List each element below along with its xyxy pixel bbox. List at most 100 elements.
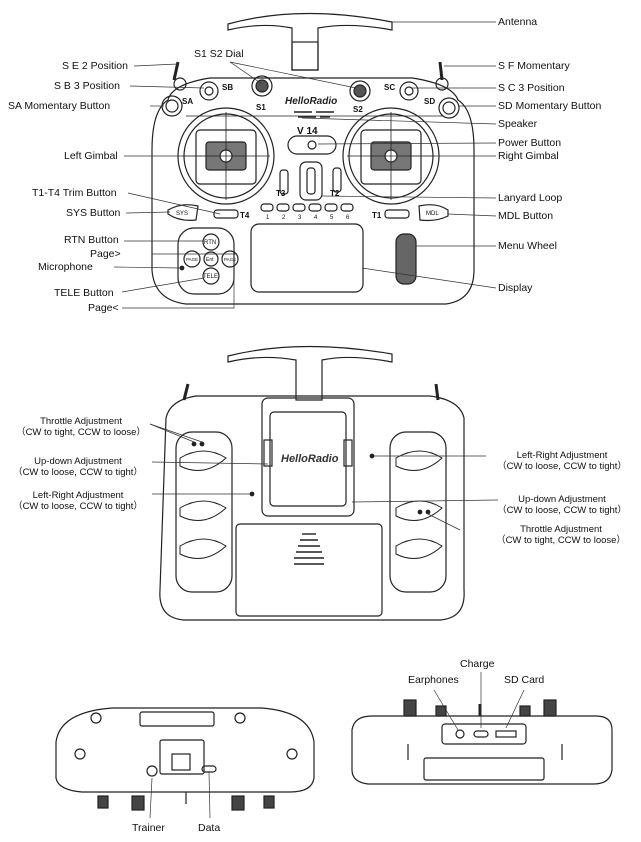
- earphone-jack: [455, 729, 465, 739]
- label-sd-card: SD Card: [504, 674, 545, 686]
- device-key-page-right: PAGE: [224, 257, 236, 262]
- label-power: Power Button: [498, 137, 562, 149]
- label-sc3: S C 3 Position: [498, 82, 565, 94]
- right-grip: [389, 431, 447, 593]
- label-lanyard: Lanyard Loop: [498, 192, 563, 204]
- display-shape: [250, 223, 364, 293]
- label-lr-left-title: Left-Right Adjustment: [32, 490, 124, 501]
- label-updown-right-note: （CW to loose, CCW to tight）: [497, 505, 627, 516]
- mdl-button-shape: [418, 204, 449, 222]
- label-updown-right: Up-down Adjustment （CW to loose, CCW to …: [486, 494, 638, 516]
- label-speaker: Speaker: [498, 118, 538, 130]
- device-label-sc: SC: [384, 83, 395, 92]
- label-throttle-left-note: （CW to tight, CCW to loose）: [16, 427, 146, 438]
- func-number: 2: [282, 215, 286, 221]
- page-left-button-shape: [183, 250, 201, 268]
- device-label-sa: SA: [182, 97, 193, 106]
- label-sf: S F Momentary: [498, 60, 570, 72]
- label-antenna: Antenna: [498, 16, 538, 28]
- front-leaders: [113, 21, 497, 309]
- label-display: Display: [498, 282, 533, 294]
- s1-dial-shape: [251, 75, 273, 97]
- front-body: [151, 77, 475, 305]
- device-key-sys: SYS: [176, 211, 188, 217]
- label-right-gimbal: Right Gimbal: [498, 150, 559, 162]
- label-page-down: Page<: [88, 302, 119, 314]
- label-updown-left-note: （CW to loose, CCW to tight）: [13, 467, 143, 478]
- label-se2: S E 2 Position: [62, 60, 128, 72]
- label-throttle-right-note: （CW to tight, CCW to loose）: [496, 535, 626, 546]
- device-key-center: Ent: [206, 257, 214, 263]
- func-number: 1: [266, 215, 270, 221]
- back-view: [159, 345, 465, 621]
- func-number: 5: [330, 215, 334, 221]
- bottom-view: [55, 707, 315, 811]
- label-throttle-right: Throttle Adjustment （CW to tight, CCW to…: [482, 524, 640, 546]
- tele-button-shape: [202, 267, 220, 285]
- label-left-gimbal: Left Gimbal: [64, 150, 118, 162]
- label-sd-button: SD Momentary Button: [498, 100, 602, 112]
- label-charge: Charge: [460, 658, 495, 670]
- front-device-text: SA SB S1 S2 SC SD T3 T2 T4 T1: [182, 83, 435, 220]
- label-sys: SYS Button: [66, 207, 121, 219]
- top-body: [351, 715, 613, 785]
- label-earphones: Earphones: [408, 674, 459, 686]
- label-trainer: Trainer: [132, 822, 165, 834]
- device-label-sd: SD: [424, 97, 435, 106]
- label-lr-left-note: （CW to loose, CCW to tight）: [13, 501, 143, 512]
- device-label-t3: T3: [276, 189, 286, 198]
- label-s1s2-dial: S1 S2 Dial: [194, 48, 244, 60]
- label-throttle-left-title: Throttle Adjustment: [40, 416, 122, 427]
- bottom-body: [55, 707, 315, 793]
- label-trim: T1-T4 Trim Button: [32, 187, 117, 199]
- lanyard-loop-shape: [299, 161, 323, 201]
- label-throttle-right-title: Throttle Adjustment: [520, 524, 602, 535]
- page-right-button-shape: [221, 250, 239, 268]
- rtn-button-shape: [202, 233, 220, 251]
- front-view: [151, 12, 475, 305]
- label-updown-left-title: Up-down Adjustment: [34, 456, 122, 467]
- device-label-s2: S2: [353, 105, 363, 114]
- trainer-port: [146, 765, 158, 777]
- power-button-shape: [287, 135, 337, 155]
- label-mdl: MDL Button: [498, 210, 554, 222]
- top-view: [351, 699, 613, 785]
- label-lr-left: Left-Right Adjustment （CW to loose, CCW …: [0, 490, 156, 512]
- func-number: 3: [298, 215, 302, 221]
- device-brand-back: HelloRadio: [281, 453, 339, 465]
- left-grip: [175, 431, 233, 593]
- label-sb3: S B 3 Position: [54, 80, 120, 92]
- label-data: Data: [198, 822, 221, 834]
- label-lr-right-note: （CW to loose, CCW to tight）: [497, 461, 627, 472]
- charge-port: [473, 730, 489, 738]
- device-label-s1: S1: [256, 103, 266, 112]
- device-model-front: V 14: [297, 126, 318, 137]
- s2-dial-shape: [349, 80, 371, 102]
- device-key-mdl: MDL: [426, 211, 439, 217]
- battery-door: [235, 523, 383, 617]
- device-key-tele: TELE: [203, 274, 218, 280]
- device-key-page-left: PAGE: [186, 257, 198, 262]
- antenna-shape: [227, 12, 393, 71]
- label-menu-wheel: Menu Wheel: [498, 240, 557, 252]
- sa-button-shape: [161, 95, 183, 117]
- sys-button-shape: [167, 204, 199, 221]
- device-key-rtn: RTN: [204, 240, 216, 246]
- device-label-t4: T4: [240, 211, 250, 220]
- function-keys: [260, 203, 354, 212]
- device-brand-front: HelloRadio: [285, 96, 337, 107]
- label-updown-left: Up-down Adjustment （CW to loose, CCW to …: [0, 456, 156, 478]
- label-lr-right-title: Left-Right Adjustment: [516, 450, 608, 461]
- sd-card-slot: [495, 730, 517, 738]
- label-throttle-left: Throttle Adjustment （CW to tight, CCW to…: [6, 416, 156, 438]
- func-number: 6: [346, 215, 350, 221]
- device-label-t1: T1: [372, 211, 382, 220]
- label-tele: TELE Button: [54, 287, 114, 299]
- label-updown-right-title: Up-down Adjustment: [518, 494, 606, 505]
- rear-cradle: [269, 411, 347, 507]
- label-sa-button: SA Momentary Button: [8, 100, 111, 112]
- device-func-numbers: 1 2 3 4 5 6: [266, 215, 350, 221]
- menu-wheel-shape: [395, 233, 417, 285]
- back-body: [159, 395, 465, 621]
